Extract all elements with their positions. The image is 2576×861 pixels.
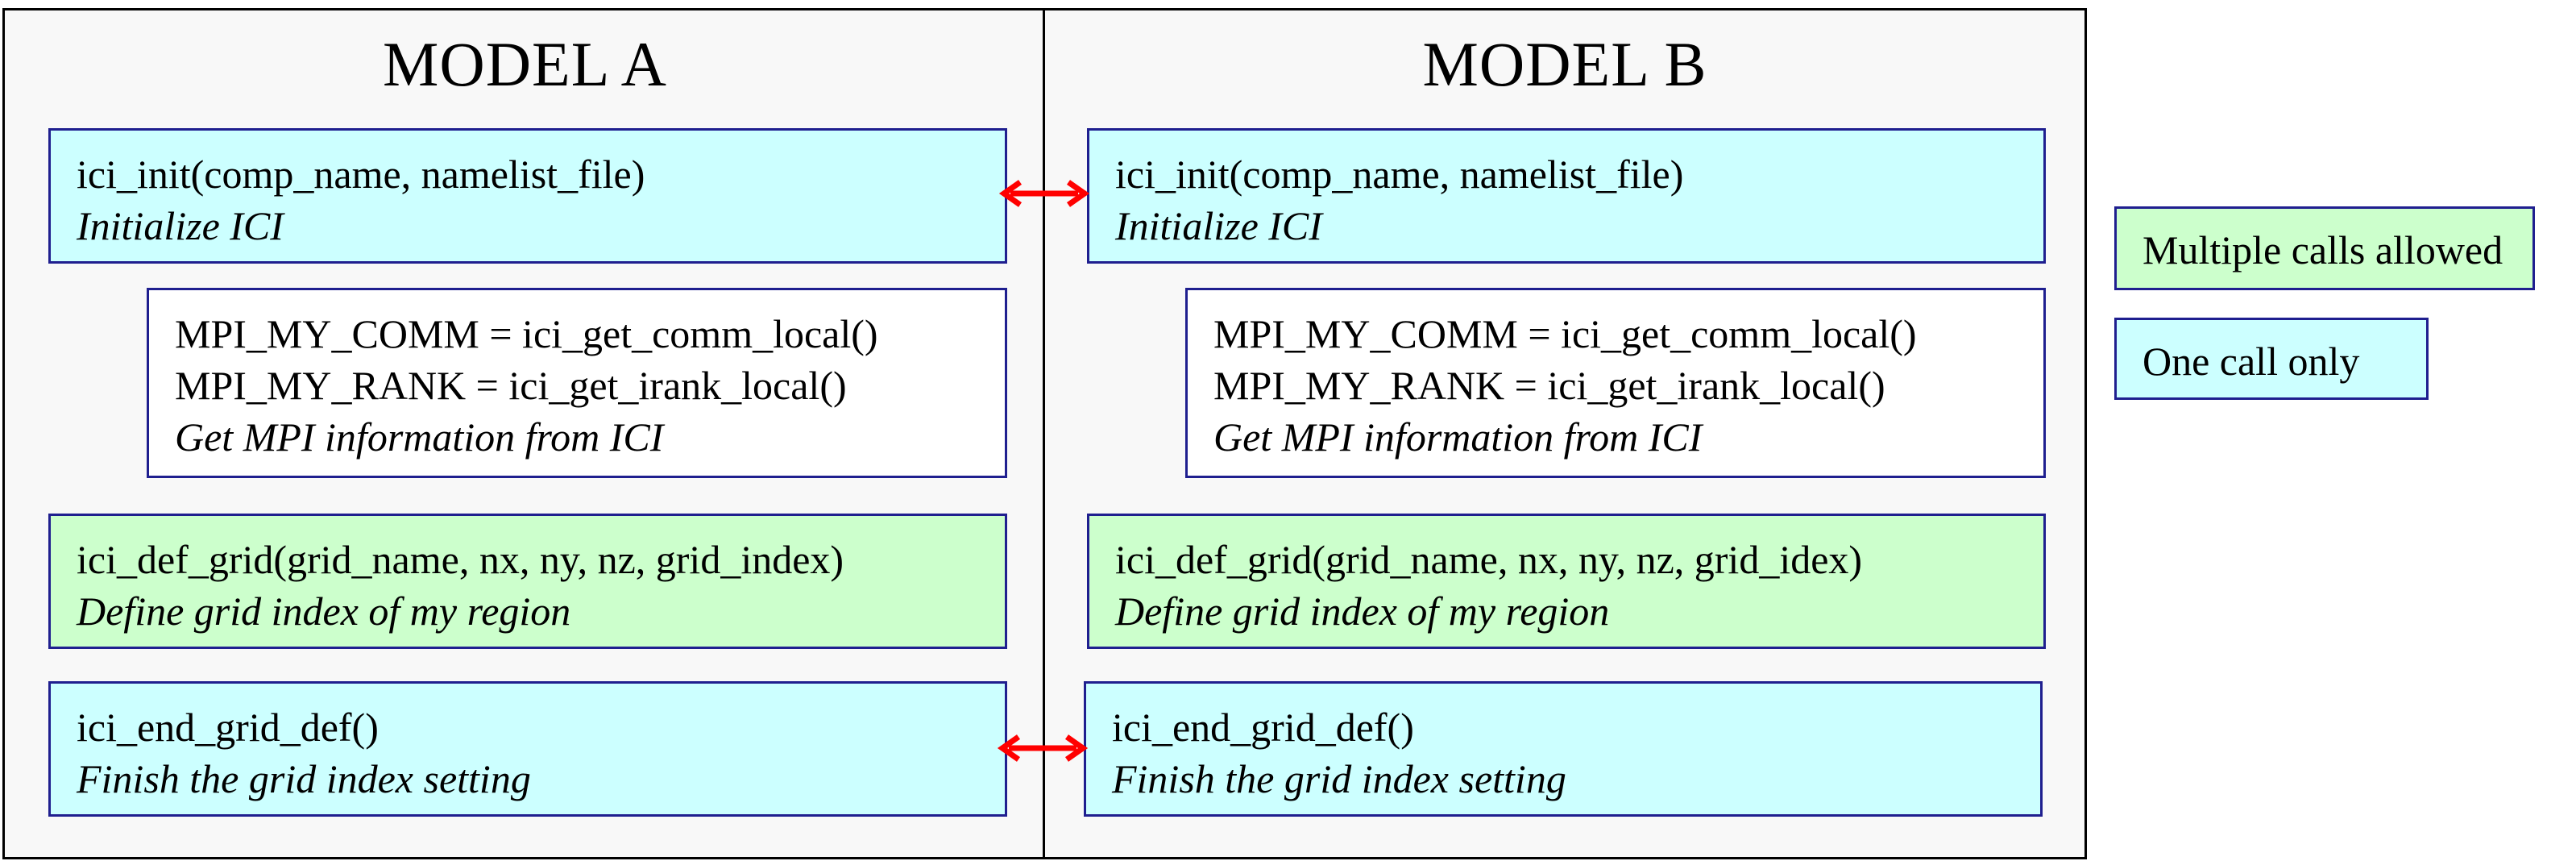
model-b-ici-init-desc: Initialize ICI: [1115, 203, 1322, 248]
model-a-title: MODEL A: [383, 29, 667, 99]
model-b-end-grid-def-desc: Finish the grid index setting: [1112, 756, 1566, 801]
legend-one-call-label: One call only: [2143, 339, 2360, 384]
model-a-ici-init-desc: Initialize ICI: [77, 203, 284, 248]
model-b-def-grid-code: ici_def_grid(grid_name, nx, ny, nz, grid…: [1115, 537, 1863, 582]
model-b-end-grid-def-code: ici_end_grid_def(): [1112, 705, 1414, 750]
model-a-def-grid-desc: Define grid index of my region: [77, 589, 571, 634]
model-a-mpi-rank-code: MPI_MY_RANK = ici_get_irank_local(): [175, 363, 847, 408]
legend-multiple-calls: Multiple calls allowed: [2114, 206, 2535, 290]
model-a-mpi-comm-code: MPI_MY_COMM = ici_get_comm_local(): [175, 311, 878, 356]
model-b-mpi-comm-code: MPI_MY_COMM = ici_get_comm_local(): [1213, 311, 1917, 356]
model-a-mpi-info-box: MPI_MY_COMM = ici_get_comm_local() MPI_M…: [147, 288, 1007, 478]
model-a-end-grid-def-code: ici_end_grid_def(): [77, 705, 379, 750]
model-a-panel: MODEL A ici_init(comp_name, namelist_fil…: [2, 8, 1045, 859]
model-b-def-grid-desc: Define grid index of my region: [1115, 589, 1610, 634]
model-a-ici-init-code: ici_init(comp_name, namelist_file): [77, 152, 645, 197]
model-b-ici-init-code: ici_init(comp_name, namelist_file): [1115, 152, 1684, 197]
model-a-def-grid-code: ici_def_grid(grid_name, nx, ny, nz, grid…: [77, 537, 844, 582]
model-b-title: MODEL B: [1422, 29, 1707, 99]
model-a-def-grid-box: ici_def_grid(grid_name, nx, ny, nz, grid…: [48, 514, 1007, 649]
end-grid-def-sync-arrow-icon: [997, 734, 1089, 762]
model-a-ici-init-box: ici_init(comp_name, namelist_file) Initi…: [48, 128, 1007, 264]
model-b-panel: MODEL B ici_init(comp_name, namelist_fil…: [1043, 8, 2087, 859]
model-b-ici-init-box: ici_init(comp_name, namelist_file) Initi…: [1087, 128, 2046, 264]
model-b-end-grid-def-box: ici_end_grid_def() Finish the grid index…: [1084, 681, 2043, 817]
legend-one-call: One call only: [2114, 318, 2429, 400]
model-b-mpi-rank-code: MPI_MY_RANK = ici_get_irank_local(): [1213, 363, 1885, 408]
legend-multiple-calls-label: Multiple calls allowed: [2143, 227, 2503, 272]
model-b-mpi-info-desc: Get MPI information from ICI: [1213, 414, 1703, 460]
model-a-end-grid-def-desc: Finish the grid index setting: [77, 756, 531, 801]
init-sync-arrow-icon: [998, 180, 1090, 207]
model-a-mpi-info-desc: Get MPI information from ICI: [175, 414, 664, 460]
model-b-def-grid-box: ici_def_grid(grid_name, nx, ny, nz, grid…: [1087, 514, 2046, 649]
model-b-mpi-info-box: MPI_MY_COMM = ici_get_comm_local() MPI_M…: [1185, 288, 2046, 478]
model-a-end-grid-def-box: ici_end_grid_def() Finish the grid index…: [48, 681, 1007, 817]
